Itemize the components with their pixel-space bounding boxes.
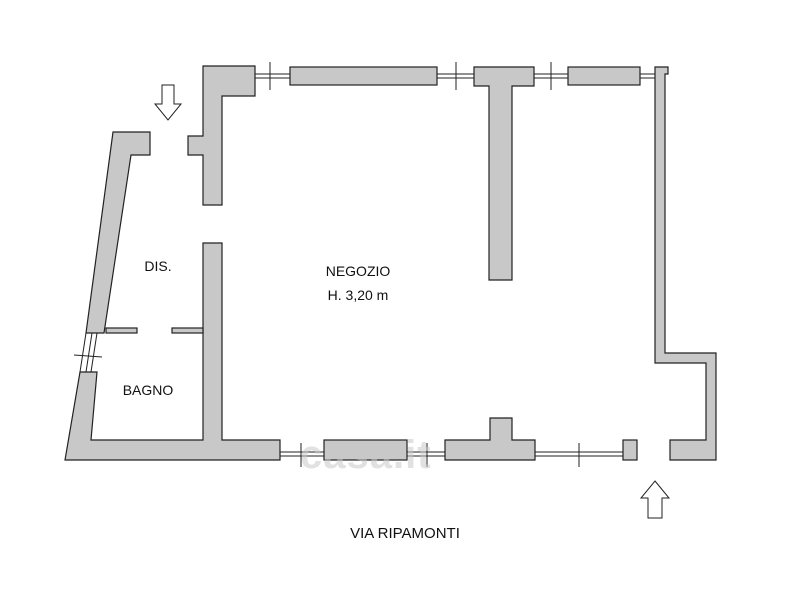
- walls: [64, 65, 717, 461]
- wall-bottom-segment: [323, 439, 408, 461]
- wall-bottom-pillar: [444, 417, 536, 461]
- wall-top-segment: [567, 66, 641, 86]
- wall-left-slanted: [85, 131, 151, 334]
- room-label-negozio: NEGOZIO: [325, 263, 391, 279]
- wall-top-left: [187, 65, 256, 206]
- room-label-dis: DIS.: [144, 258, 172, 274]
- watermark: casa.it: [300, 433, 432, 477]
- windows: [73, 62, 655, 467]
- room-label-bagno: BAGNO: [122, 382, 174, 398]
- wall-right: [654, 66, 717, 461]
- entrance-arrow-down-icon: [153, 84, 183, 121]
- entrance-arrow-up-icon: [639, 480, 671, 519]
- room-height: H. 3,20 m: [327, 287, 389, 303]
- wall-bottom-segment: [622, 439, 638, 461]
- wall-interior: [64, 242, 281, 461]
- partition: [105, 327, 138, 334]
- partition: [171, 327, 204, 334]
- wall-top-pillar: [473, 66, 535, 281]
- street-label: VIA RIPAMONTI: [350, 525, 460, 542]
- wall-top-segment: [289, 66, 438, 86]
